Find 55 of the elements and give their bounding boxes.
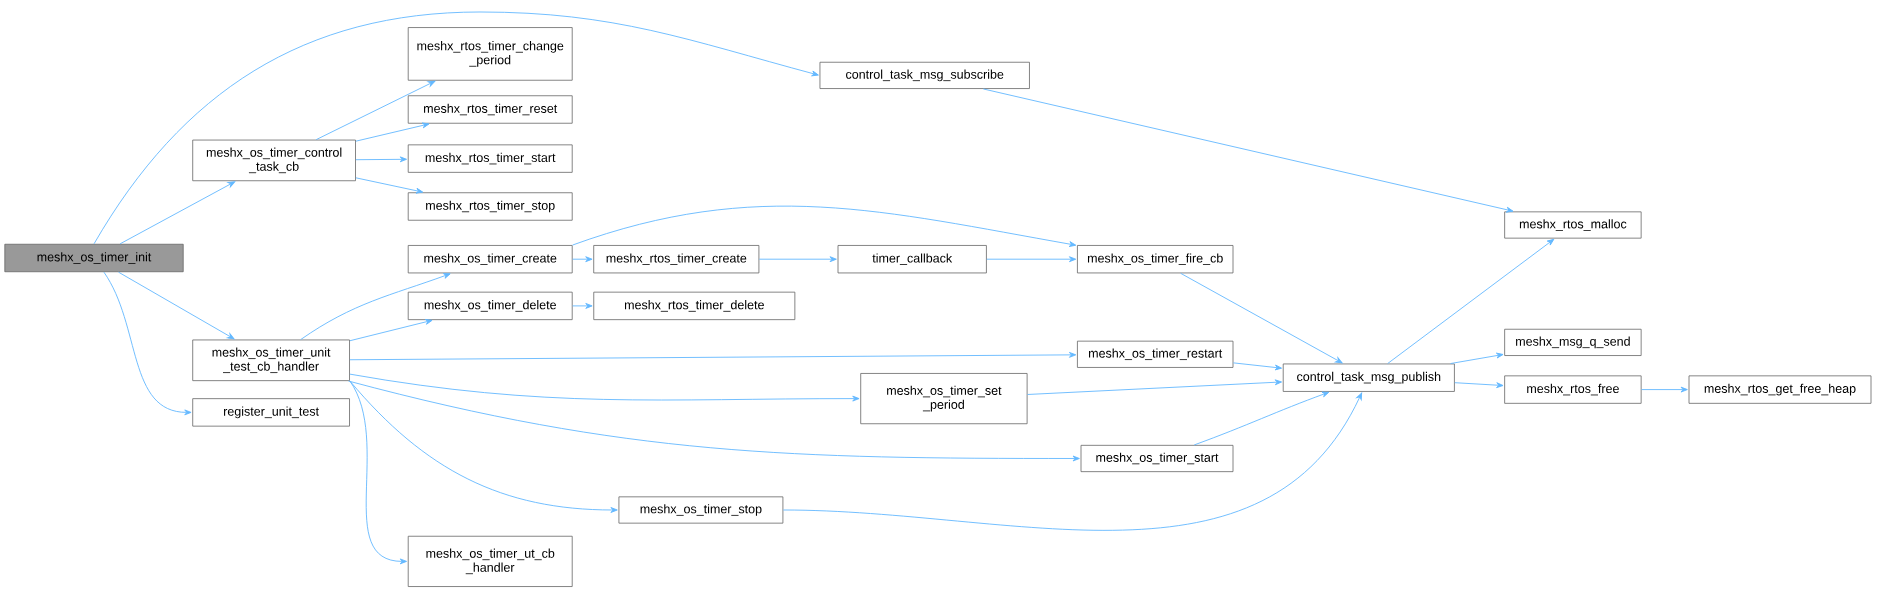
function-box: meshx_os_timer_start [1080,444,1234,473]
function-box: meshx_rtos_timer_reset [407,95,573,124]
function-box: meshx_os_timer_set _period [860,373,1028,425]
function-box: meshx_rtos_free [1504,375,1642,404]
arrow [1641,386,1688,393]
arrow [1180,272,1343,364]
arrow [355,177,424,194]
arrow [348,380,1080,462]
arrow [572,302,593,309]
arrow [118,271,235,340]
arrow [355,122,430,142]
function-box: meshx_msg_q_send [1504,328,1642,356]
arrow [349,319,433,342]
arrow [1232,362,1282,371]
function-box: meshx_rtos_timer_change _period [407,27,573,81]
arrow [349,380,618,513]
arrow [572,256,593,263]
arrow [103,271,192,416]
function-box: timer_callback [837,245,987,274]
function-box: meshx_os_timer_stop [618,496,784,524]
function-box: meshx_os_timer_create [407,245,573,274]
arrow [1450,352,1504,364]
function-box: meshx_os_timer_delete [407,291,573,321]
function-box: meshx_os_timer_restart [1077,340,1234,368]
arrow [349,373,860,402]
function-box: meshx_os_timer_init [4,243,184,273]
arrow [355,156,407,163]
arrow [982,88,1514,213]
arrow [349,380,407,565]
function-box: meshx_rtos_malloc [1504,211,1642,239]
arrow [782,392,1363,531]
arrow [572,205,1077,247]
arrow [1387,238,1555,364]
arrow [119,181,236,245]
function-box: meshx_os_timer_ut_cb _handler [407,535,573,587]
function-box: meshx_rtos_timer_delete [593,291,796,321]
function-box: control_task_msg_publish [1282,363,1455,392]
function-box: meshx_os_timer_fire_cb [1077,245,1234,274]
arrow [1193,391,1330,446]
function-box: meshx_rtos_timer_start [407,144,573,173]
arrow [1454,382,1504,389]
function-box: register_unit_test [192,398,350,427]
function-box: meshx_rtos_timer_create [593,245,760,274]
function-box: control_task_msg_subscribe [819,61,1030,89]
arrow [300,273,451,340]
arrow [349,351,1077,361]
arrow [315,80,436,141]
arrow [758,256,837,263]
function-box: meshx_rtos_get_free_heap [1688,375,1872,404]
function-box: meshx_rtos_timer_stop [407,192,573,221]
arrow [986,256,1077,263]
function-box: meshx_os_timer_control _task_cb [192,139,356,182]
arrow [1027,379,1282,395]
function-box: meshx_os_timer_unit _test_cb_handler [192,339,350,382]
arrow [93,11,819,245]
